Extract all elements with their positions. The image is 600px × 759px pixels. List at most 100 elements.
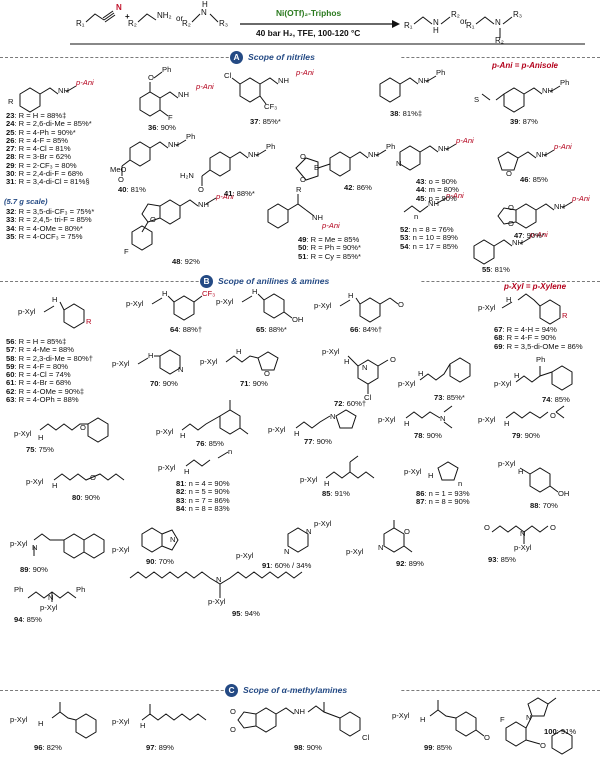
section-b-header: B Scope of anilines & amines	[200, 275, 420, 289]
aniline-list-56-63: 56: R = H = 85%‡ 57: R = 4-Me = 88% 58: …	[6, 337, 93, 404]
p-ani-label: p-Ani	[456, 136, 474, 145]
p-xyl-label: p-Xyl	[158, 463, 176, 472]
benzene-ring	[329, 151, 351, 177]
cyclohexane-ring	[75, 713, 97, 739]
cl-label: Cl	[364, 393, 372, 402]
section-a-title: Scope of nitriles	[248, 52, 315, 62]
h-label: H	[348, 291, 354, 300]
benzene-ring	[87, 417, 109, 443]
cf3-label: CF₃	[264, 102, 278, 111]
ph-label: Ph	[76, 585, 86, 594]
pyrrolidine-ring	[335, 409, 357, 429]
pyrrolidine-n-label: N	[330, 412, 336, 421]
p-xyl-label: p-Xyl	[478, 303, 496, 312]
amine1-r2-label: R₂	[128, 19, 137, 28]
compound-label-97: 97: 89%	[146, 743, 174, 752]
compound-label-98: 98: 90%	[294, 743, 322, 752]
morpholine-ring	[383, 527, 405, 553]
compound-label-37: 37: 85%*	[250, 117, 281, 126]
h-label: H	[418, 369, 424, 378]
h-label: H	[404, 419, 410, 428]
compound-label-40: 40: 81%	[118, 185, 146, 194]
r-group-label: R	[296, 185, 302, 194]
nh-label: NH	[312, 213, 323, 222]
h-label: H	[324, 479, 330, 488]
compound-entry: 81: n = 4 = 90%	[176, 479, 230, 488]
r-group-label: R	[86, 317, 92, 326]
or-label-2: or	[460, 17, 468, 26]
naphthalene-ring	[83, 533, 105, 559]
compound-label-48: 48: 92%	[172, 257, 200, 266]
ph-label: Ph	[14, 585, 24, 594]
n-label: N	[440, 414, 446, 423]
benzene-ring	[449, 357, 471, 383]
compound-entry: 28: R = 3-Br = 62%	[6, 152, 72, 162]
oh-label: OH	[292, 315, 304, 324]
p-ani-definition: p-Ani = p-Anisole	[492, 61, 558, 70]
p-xyl-label: p-Xyl	[18, 307, 36, 316]
compound-label-41: 41: 88%*	[224, 189, 255, 198]
nitrile-list-23-35: 23: R = H = 88%‡ 24: R = 2,6-di-Me = 85%…	[6, 111, 92, 187]
benzene-ring	[503, 87, 525, 113]
compound-label-90: 90: 70%	[146, 557, 174, 566]
chlorophenyl-ring	[339, 711, 361, 737]
p-xyl-label: p-Xyl	[216, 297, 234, 306]
p-ani-label: p-Ani	[196, 82, 214, 91]
compound-label-66: 66: 84%†	[350, 325, 383, 334]
pyrrolidine-n-label: N	[526, 713, 532, 722]
nh-label: NH	[554, 202, 565, 211]
compound-label-95: 95: 94%	[232, 609, 260, 618]
compound-label-93: 93: 85%	[488, 555, 516, 564]
h-label: H	[52, 295, 58, 304]
o-label: O	[300, 175, 306, 184]
ph-label: Ph	[162, 65, 172, 74]
compound-entry: 49: R = Me = 85%	[298, 235, 360, 244]
compound-entry: 27: R = 4-Cl = 81%	[6, 144, 71, 154]
nh-label: NH	[178, 90, 189, 99]
reaction-arrow	[240, 20, 400, 28]
dihydrofuran-ring	[141, 203, 161, 223]
compound-entry: 43: o = 90%	[416, 177, 457, 186]
compound-entry: 86: n = 1 = 93%	[416, 489, 470, 498]
compound-label-47: 47: 90%*	[514, 231, 545, 240]
p-xyl-label: p-Xyl	[514, 543, 532, 552]
compound-entry: 33: R = 2,4,5- tri-F = 85%	[6, 215, 92, 225]
p-xyl-label: p-Xyl	[314, 301, 332, 310]
compound-entry: 67: R = 4-H = 94%	[494, 325, 557, 334]
benzene-ring	[19, 87, 41, 113]
r-group-label: R	[8, 97, 14, 106]
o-label: O	[550, 411, 556, 420]
compound-entry: 26: R = 4-F = 85%	[6, 135, 69, 145]
meo-label: MeO	[110, 165, 127, 174]
h-label: H	[344, 357, 350, 366]
product1-h-label: H	[433, 26, 439, 35]
piperazine-ring	[287, 527, 309, 553]
compound-label-71: 71: 90%	[240, 379, 268, 388]
h-label: H	[38, 719, 44, 728]
compound-entry: 68: R = 4-F = 90%	[494, 333, 557, 343]
section-a-badge: A	[230, 51, 243, 64]
compound-entry: 34: R = 4-OMe = 80%*	[6, 223, 83, 233]
p-xyl-label: p-Xyl	[314, 519, 332, 528]
ph-label: Ph	[436, 68, 446, 77]
nitrile-structure	[85, 10, 116, 23]
p-ani-label: p-Ani	[76, 78, 94, 87]
p-xyl-label: p-Xyl	[208, 597, 226, 606]
compound-label-99: 99: 85%	[424, 743, 452, 752]
compound-entry: 62: R = 4-OMe = 90%‡	[6, 386, 85, 396]
h-label: H	[236, 347, 242, 356]
h-label: H	[518, 467, 524, 476]
compound-label-70: 70: 90%	[150, 379, 178, 388]
section-a-header: A Scope of nitriles	[230, 51, 400, 65]
or-label-1: or	[176, 14, 184, 23]
nh-label: NH	[248, 150, 259, 159]
compound-list-86-87: 86: n = 1 = 93% 87: n = 8 = 90%	[416, 489, 470, 507]
pyrimidine-ring	[357, 359, 379, 385]
r-group-label: R	[562, 311, 568, 320]
compound-entry: 32: R = 3,5-di-CF₃ = 75%*	[6, 207, 95, 216]
p-xyl-label: p-Xyl	[40, 603, 58, 612]
compound-entry: 82: n = 5 = 90%	[176, 487, 230, 497]
dioxole-ring	[237, 711, 257, 729]
nitrile-list-32-35: 32: R = 3,5-di-CF₃ = 75%* 33: R = 2,4,5-…	[6, 207, 95, 241]
